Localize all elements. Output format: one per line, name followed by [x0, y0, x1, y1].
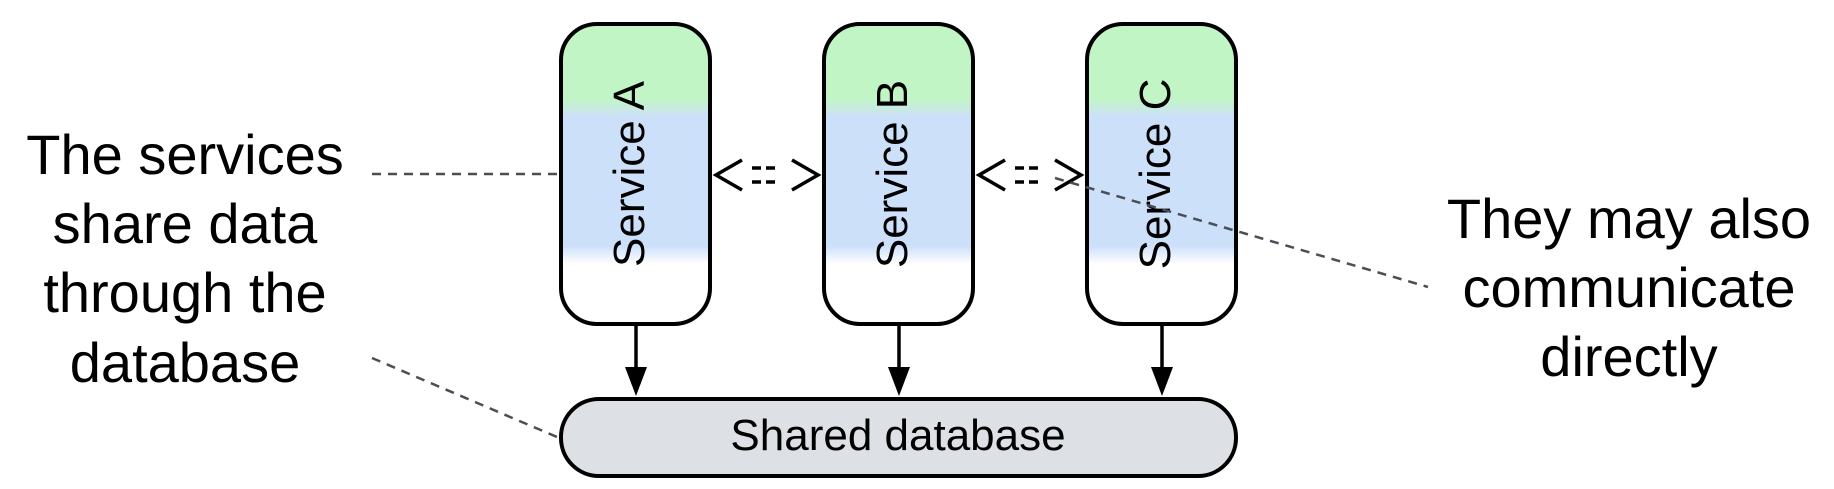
service-c-box: Service C	[1085, 22, 1238, 326]
right-note-connector	[1054, 176, 1429, 289]
left-note-line-4: database	[70, 331, 300, 394]
left-note: The services share data through the data…	[26, 123, 343, 394]
shared-database-label: Shared database	[730, 411, 1065, 460]
connector-b-c	[975, 158, 1085, 192]
service-c-label: Service C	[1131, 79, 1180, 270]
left-note-line-2: share data	[53, 192, 318, 255]
service-a-box: Service A	[559, 22, 712, 326]
arrow-service-a-to-db	[625, 326, 647, 396]
service-b-box: Service B	[822, 22, 975, 326]
left-note-connector-lower	[371, 356, 565, 442]
left-note-line-1: The services	[26, 123, 343, 186]
right-note-line-3: directly	[1540, 325, 1717, 388]
arrow-service-c-to-db	[1151, 326, 1173, 396]
service-a-label: Service A	[605, 80, 654, 267]
left-note-line-3: through the	[43, 261, 326, 324]
service-b-label: Service B	[868, 80, 917, 268]
right-note: They may also communicate directly	[1447, 187, 1811, 388]
shared-database-box: Shared database	[559, 397, 1238, 478]
arrow-service-b-to-db	[888, 326, 910, 396]
right-note-line-2: communicate	[1462, 256, 1795, 319]
right-note-line-1: They may also	[1447, 187, 1811, 250]
connector-a-b	[712, 158, 822, 192]
